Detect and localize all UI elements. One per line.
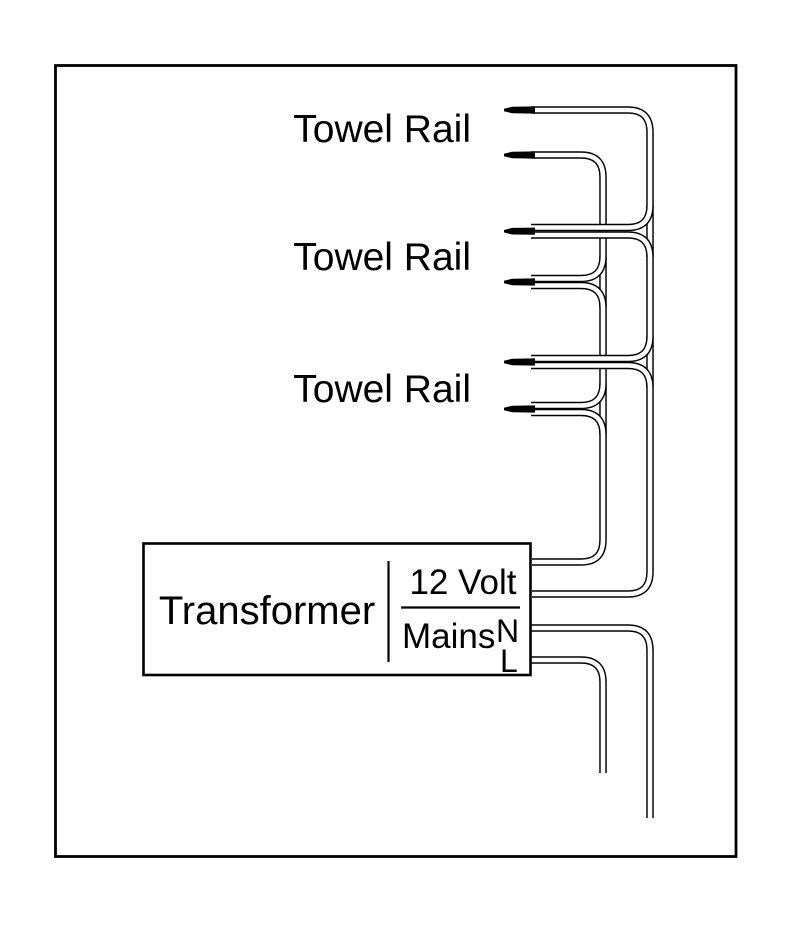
towel-rail-2-wire-upper bbox=[531, 205, 654, 388]
towel-rail-3-wire-upper bbox=[531, 336, 654, 598]
transformer-label: Transformer bbox=[159, 589, 375, 633]
live-terminal-label: L bbox=[500, 643, 518, 679]
twelve-volt-label: 12 Volt bbox=[409, 563, 516, 602]
towel-rail-2-wire-lower bbox=[531, 256, 607, 435]
wire-terminal-tip bbox=[504, 227, 535, 235]
towel-rail-label-1: Towel Rail bbox=[293, 108, 471, 151]
mains-live-wire bbox=[531, 656, 607, 773]
towel-rail-label-2: Towel Rail bbox=[293, 236, 471, 279]
wire-terminal-tip bbox=[504, 405, 535, 413]
towel-rail-1-wire-lower bbox=[531, 151, 607, 308]
wire-terminal-tip bbox=[504, 278, 535, 286]
neutral-terminal-label: N bbox=[496, 613, 519, 649]
towel-rail-label-3: Towel Rail bbox=[293, 368, 471, 411]
mains-label: Mains bbox=[402, 617, 495, 656]
towel-rail-1-wire-upper bbox=[531, 106, 654, 257]
transformer-box bbox=[142, 542, 532, 677]
wire-terminal-tip bbox=[504, 358, 535, 366]
wire-terminal-tip bbox=[504, 106, 535, 114]
page-border bbox=[54, 64, 738, 858]
mains-neutral-wire bbox=[531, 624, 654, 818]
wire-terminal-tip bbox=[504, 151, 535, 159]
towel-rail-3-wire-lower bbox=[531, 383, 607, 566]
wire-terminal-tips bbox=[504, 106, 535, 413]
